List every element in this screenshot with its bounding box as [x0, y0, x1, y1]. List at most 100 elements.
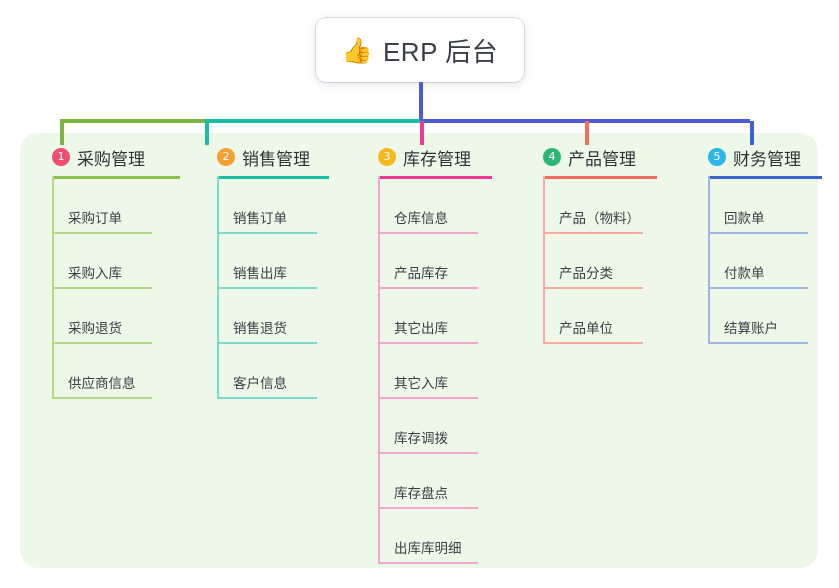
- root-node-label: ERP 后台: [382, 36, 499, 67]
- leaf-item[interactable]: 出库库明细: [378, 509, 488, 564]
- leaf-item-rule: [378, 507, 478, 509]
- leaf-item-label: 仓库信息: [394, 211, 448, 226]
- leaf-item-rule: [708, 342, 808, 344]
- leaf-item-label: 采购入库: [68, 266, 122, 281]
- leaf-item-label: 采购订单: [68, 211, 122, 226]
- leaf-item-label: 产品库存: [394, 266, 448, 281]
- branch-header-财务管理[interactable]: 5 财务管理: [692, 145, 801, 169]
- branch-header-rule: [378, 176, 492, 179]
- leaf-item-label: 产品单位: [559, 321, 613, 336]
- leaf-item-rule: [378, 232, 478, 234]
- leaf-item-rule: [378, 342, 478, 344]
- branch-header-库存管理[interactable]: 3 库存管理: [362, 145, 471, 169]
- leaf-item-label: 库存盘点: [394, 486, 448, 501]
- leaf-item-label: 回款单: [724, 211, 765, 226]
- leaf-item[interactable]: 库存盘点: [378, 454, 488, 509]
- leaf-item-label: 付款单: [724, 266, 765, 281]
- branch-drop-connector-5: [750, 121, 754, 145]
- branch-number-badge: 3: [378, 148, 396, 166]
- leaf-item-label: 其它出库: [394, 321, 448, 336]
- branch-header-产品管理[interactable]: 4 产品管理: [527, 145, 636, 169]
- leaf-item[interactable]: 销售订单: [217, 179, 327, 234]
- leaf-item-label: 供应商信息: [68, 376, 136, 391]
- leaf-item-rule: [378, 287, 478, 289]
- leaf-item[interactable]: 采购入库: [52, 234, 162, 289]
- branch-header-label: 库存管理: [403, 149, 471, 169]
- leaf-item-rule: [708, 232, 808, 234]
- leaf-item-label: 结算账户: [724, 321, 778, 336]
- leaf-item-rule: [543, 342, 643, 344]
- leaf-item[interactable]: 产品分类: [543, 234, 653, 289]
- branch-header-label: 销售管理: [242, 149, 310, 169]
- branch-header-采购管理[interactable]: 1 采购管理: [36, 145, 145, 169]
- branch-header-label: 采购管理: [77, 149, 145, 169]
- branch-header-rule: [217, 176, 329, 179]
- branch-header-rule: [708, 176, 822, 179]
- leaf-item[interactable]: 销售退货: [217, 289, 327, 344]
- leaf-item-rule: [543, 287, 643, 289]
- thumbs-up-icon: 👍: [341, 36, 373, 65]
- leaf-item[interactable]: 其它入库: [378, 344, 488, 399]
- leaf-item-label: 产品（物料）: [559, 211, 640, 226]
- root-node[interactable]: 👍 ERP 后台: [316, 18, 524, 82]
- leaf-item[interactable]: 产品库存: [378, 234, 488, 289]
- bus-green: [60, 119, 205, 123]
- branch-spine: [708, 176, 710, 343]
- leaf-item-rule: [217, 232, 317, 234]
- branch-column-库存管理: 3 库存管理仓库信息产品库存其它出库其它入库库存调拨库存盘点出库库明细: [362, 145, 492, 564]
- branch-number-badge: 4: [543, 148, 561, 166]
- leaf-item[interactable]: 产品单位: [543, 289, 653, 344]
- leaf-item-rule: [217, 287, 317, 289]
- leaf-item[interactable]: 产品（物料）: [543, 179, 653, 234]
- branch-number-badge: 2: [217, 148, 235, 166]
- leaf-item-label: 销售出库: [233, 266, 287, 281]
- leaf-item-rule: [217, 397, 317, 399]
- branch-drop-connector-3: [420, 121, 424, 145]
- leaf-item-label: 销售订单: [233, 211, 287, 226]
- branch-number-badge: 1: [52, 148, 70, 166]
- leaf-item[interactable]: 仓库信息: [378, 179, 488, 234]
- leaf-item-rule: [52, 342, 152, 344]
- leaf-item-rule: [708, 287, 808, 289]
- branch-header-rule: [543, 176, 657, 179]
- leaf-item[interactable]: 销售出库: [217, 234, 327, 289]
- leaf-item-label: 出库库明细: [394, 541, 462, 556]
- bus-teal: [205, 119, 420, 123]
- leaf-item-rule: [378, 397, 478, 399]
- branch-drop-connector-2: [205, 121, 209, 145]
- leaf-item-rule: [378, 562, 478, 564]
- branches-background-panel: [20, 133, 818, 568]
- leaf-item-label: 客户信息: [233, 376, 287, 391]
- leaf-item-rule: [378, 452, 478, 454]
- branch-column-采购管理: 1 采购管理采购订单采购入库采购退货供应商信息: [36, 145, 180, 399]
- branch-header-label: 产品管理: [568, 149, 636, 169]
- leaf-item[interactable]: 库存调拨: [378, 399, 488, 454]
- branch-column-销售管理: 2 销售管理销售订单销售出库销售退货客户信息: [201, 145, 329, 399]
- leaf-item[interactable]: 其它出库: [378, 289, 488, 344]
- leaf-item-rule: [217, 342, 317, 344]
- branch-number-badge: 5: [708, 148, 726, 166]
- branch-header-销售管理[interactable]: 2 销售管理: [201, 145, 310, 169]
- root-stem-connector: [419, 82, 423, 121]
- branch-column-产品管理: 4 产品管理产品（物料） 产品分类产品单位: [527, 145, 657, 344]
- leaf-item[interactable]: 供应商信息: [52, 344, 162, 399]
- branch-spine: [543, 176, 545, 343]
- leaf-item-rule: [52, 287, 152, 289]
- leaf-item[interactable]: 结算账户: [708, 289, 818, 344]
- leaf-item[interactable]: 回款单: [708, 179, 818, 234]
- branch-header-label: 财务管理: [733, 149, 801, 169]
- branch-header-rule: [52, 176, 180, 179]
- leaf-item[interactable]: 客户信息: [217, 344, 327, 399]
- leaf-item[interactable]: 采购退货: [52, 289, 162, 344]
- leaf-item-rule: [52, 232, 152, 234]
- leaf-item-label: 其它入库: [394, 376, 448, 391]
- leaf-item[interactable]: 付款单: [708, 234, 818, 289]
- leaf-item-label: 库存调拨: [394, 431, 448, 446]
- branch-column-财务管理: 5 财务管理回款单付款单结算账户: [692, 145, 822, 344]
- leaf-item-label: 采购退货: [68, 321, 122, 336]
- leaf-item-rule: [543, 232, 643, 234]
- branch-drop-connector-1: [60, 121, 64, 145]
- leaf-item[interactable]: 采购订单: [52, 179, 162, 234]
- branch-spine: [378, 176, 380, 563]
